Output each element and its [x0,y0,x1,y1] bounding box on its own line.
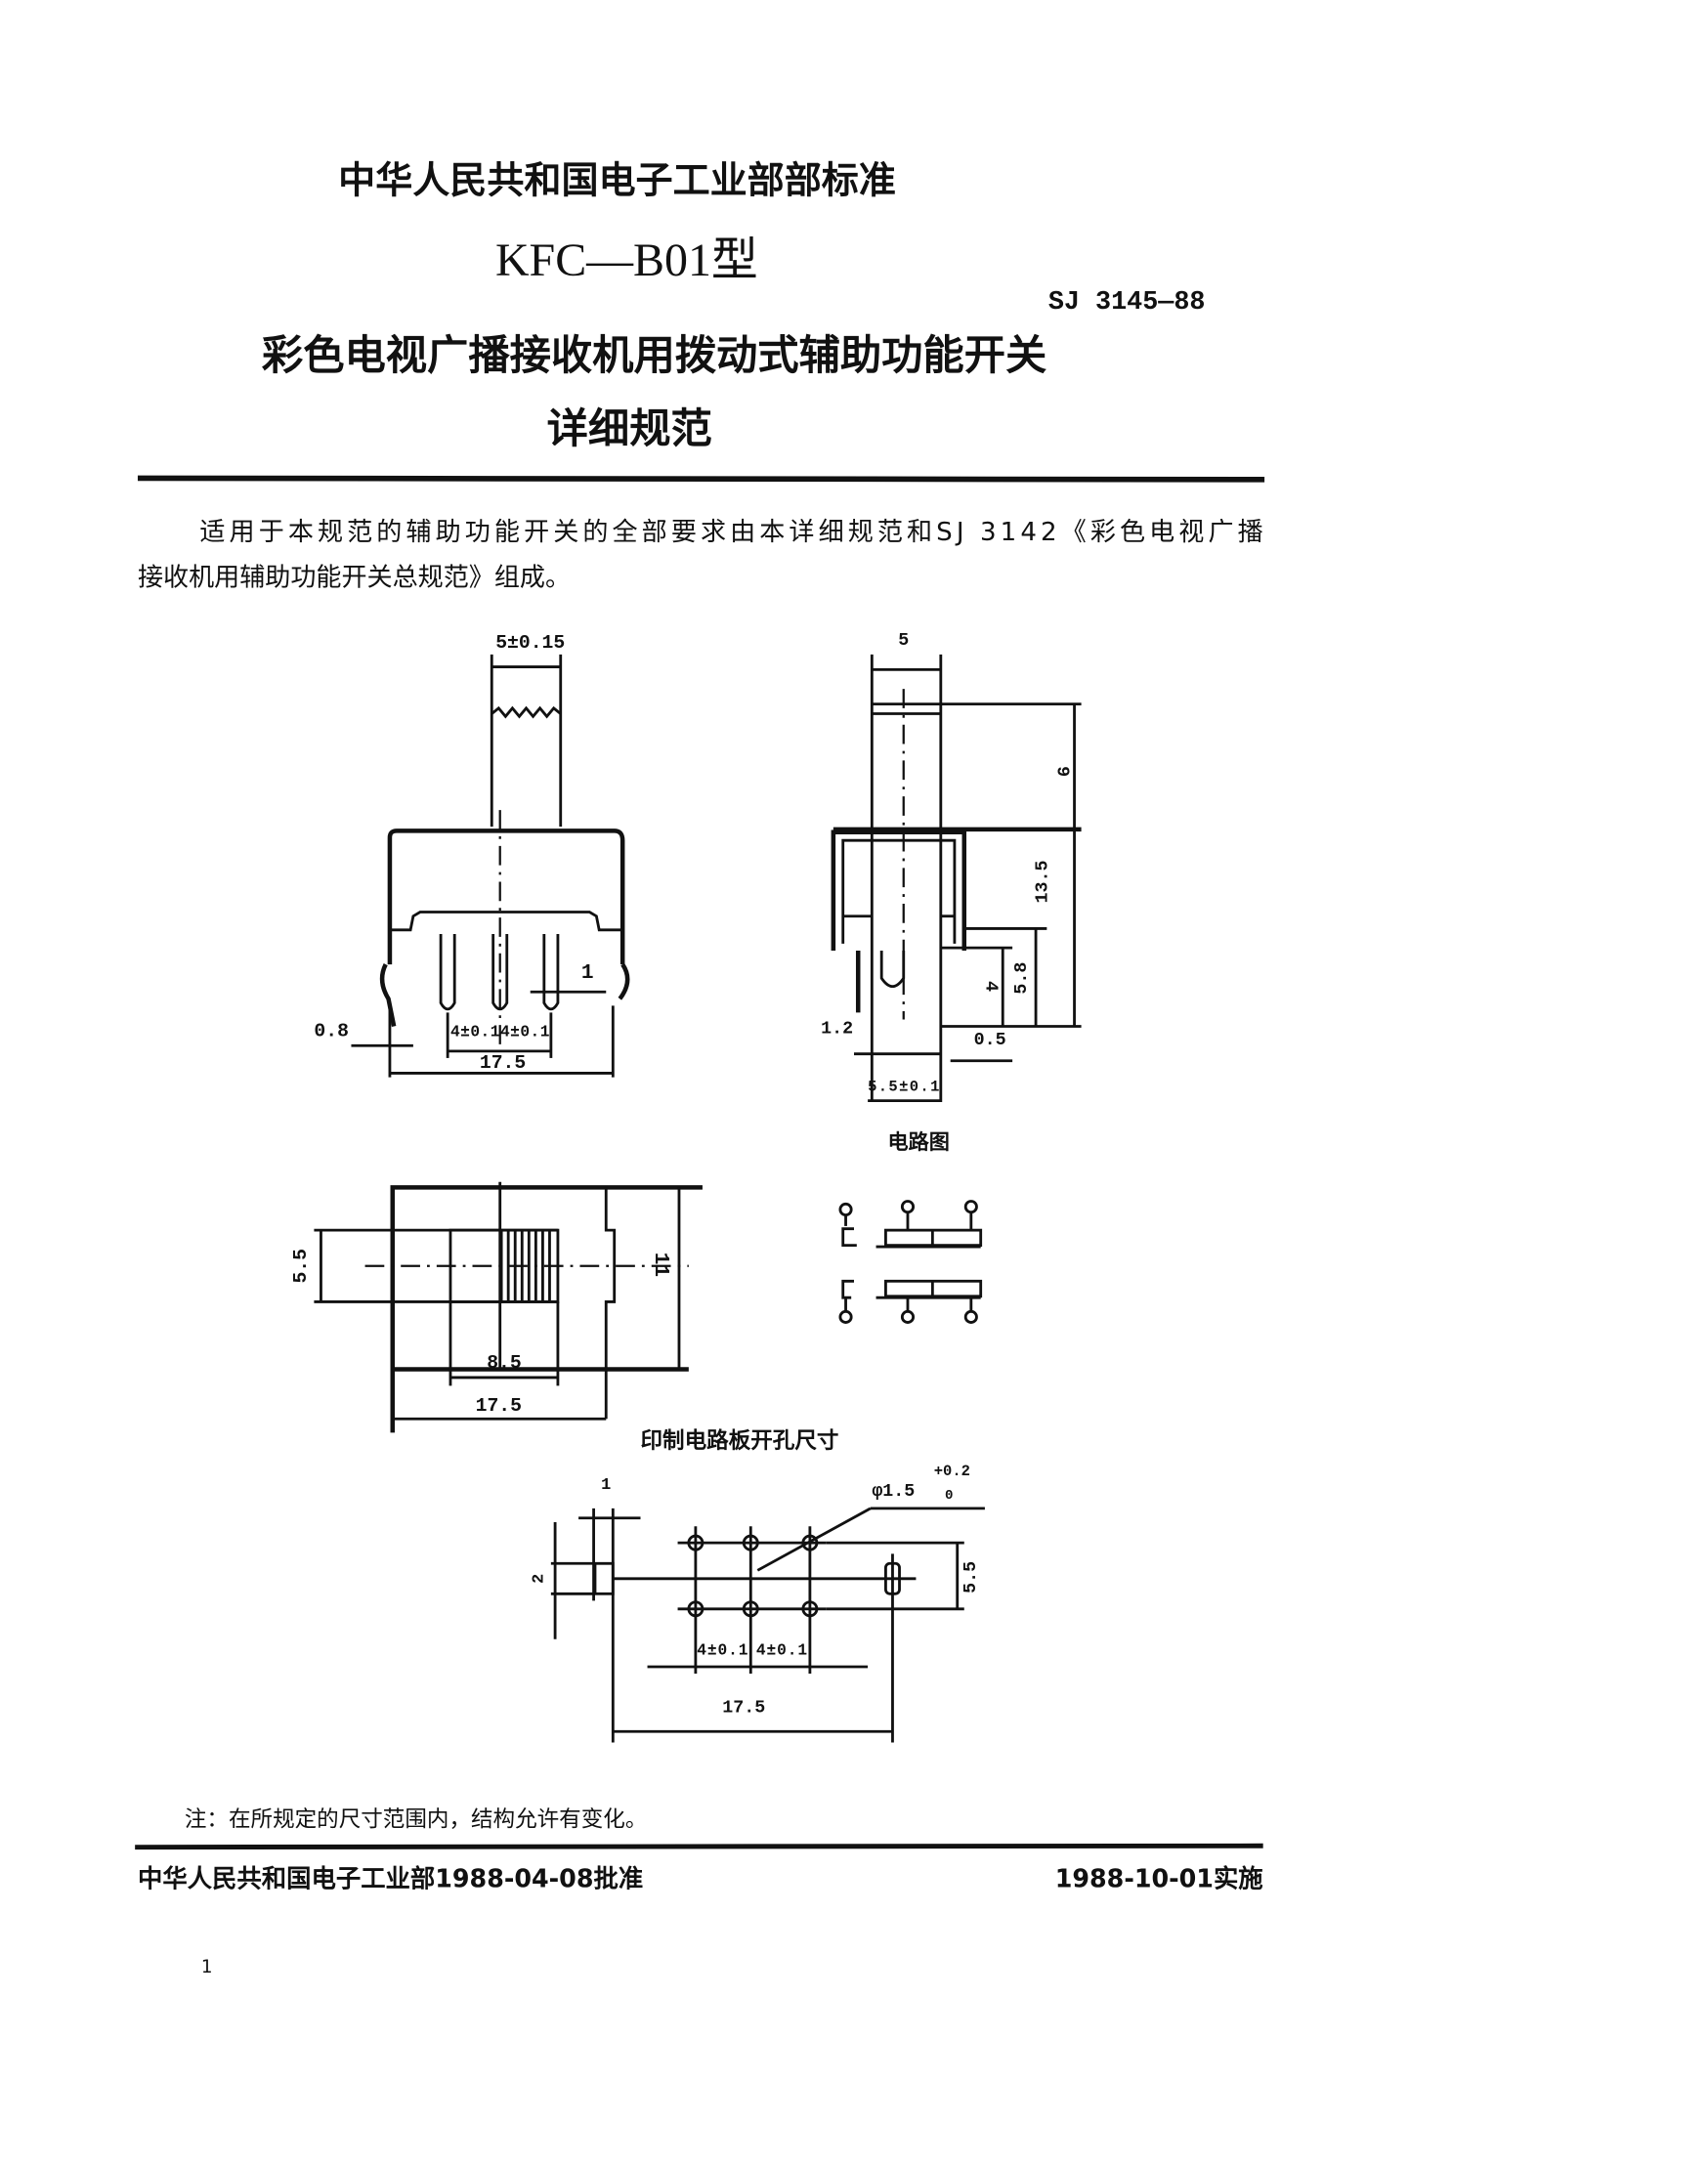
standard-number: SJ 3145—88 [1048,288,1206,318]
document-title: 彩色电视广播接收机用拨动式辅助功能开关 [262,331,1046,379]
issuer-heading: 中华人民共和国电子工业部部标准 [338,159,896,202]
approval-text: 中华人民共和国电子工业部1988-04-08批准 [138,1864,643,1893]
dim-body-depth: 11 [649,1253,672,1277]
pcb-label: 印制电路板开孔尺寸 [641,1427,839,1454]
dim-clip-length: 5.8 [1011,962,1032,995]
dim-actuator-width: 5±0.15 [495,632,565,654]
footer-rule [135,1843,1263,1850]
dim-slot-width-pcb: 1 [601,1476,611,1495]
dim-pcb-total-width: 17.5 [722,1698,765,1719]
dim-top-body-width: 17.5 [476,1395,522,1417]
front-view-drawing: 5±0.15 1 0.8 4±0.14±0.1 17.5 [314,632,630,1078]
model-heading: KFC—B01型 [495,234,758,286]
dim-body-width: 17.5 [480,1052,526,1074]
dim-row-spacing: 5.5 [961,1561,981,1593]
note-text: 注：在所规定的尺寸范围内，结构允许有变化。 [185,1807,647,1833]
dim-pin-length: 4 [980,981,1001,992]
dim-pitch-1: 4±0.1 [697,1641,747,1659]
side-view-drawing: 5 9 13.5 4 5.8 1.2 0.5 5.5±0.1 [821,630,1082,1103]
header-rule [137,475,1265,483]
dim-base-width: 5.5±0.1 [868,1079,939,1096]
dim-pitch-2: 4±0.1 [756,1641,807,1659]
dim-actuator-height: 9 [1052,766,1073,777]
document-subtitle: 详细规范 [547,404,712,452]
dim-slot-height: 2 [530,1574,548,1584]
intro-line-2: 接收机用辅助功能开关总规范》组成。 [138,563,571,592]
dim-slider-travel: 8.5 [487,1352,522,1374]
dim-hole-tolerance-lower: 0 [945,1488,953,1504]
effective-date-text: 1988-10-01实施 [1055,1864,1263,1893]
dim-total-height: 13.5 [1032,860,1052,903]
dim-pin-pitch: 4±0.14±0.1 [450,1023,550,1041]
dim-hole-diameter: φ1.5 [872,1481,915,1502]
dim-hole-tolerance-upper: +0.2 [934,1463,970,1480]
dim-pin-thickness: 0.5 [974,1030,1006,1050]
pcb-hole-drawing: 印制电路板开孔尺寸 1 2 φ1.5 +0.2 0 5.5 4±0.1 4±0.… [530,1427,985,1743]
dim-clip-offset: 1.2 [821,1019,853,1040]
dim-actuator-width-side: 5 [898,630,909,651]
dim-clip-thickness: 0.8 [314,1020,349,1041]
intro-line-1: 适用于本规范的辅助功能开关的全部要求由本详细规范和SJ 3142《彩色电视广播 [199,518,1262,547]
pcb-holes [677,1526,827,1675]
top-view-drawing: 11 5.5 8.5 17.5 [290,1181,703,1433]
dim-pin-offset: 1 [581,961,594,985]
circuit-diagram: 电路图 [838,1129,983,1324]
dim-slot-width: 5.5 [290,1249,312,1284]
circuit-label: 电路图 [888,1129,950,1154]
page-number: 1 [201,1957,213,1977]
